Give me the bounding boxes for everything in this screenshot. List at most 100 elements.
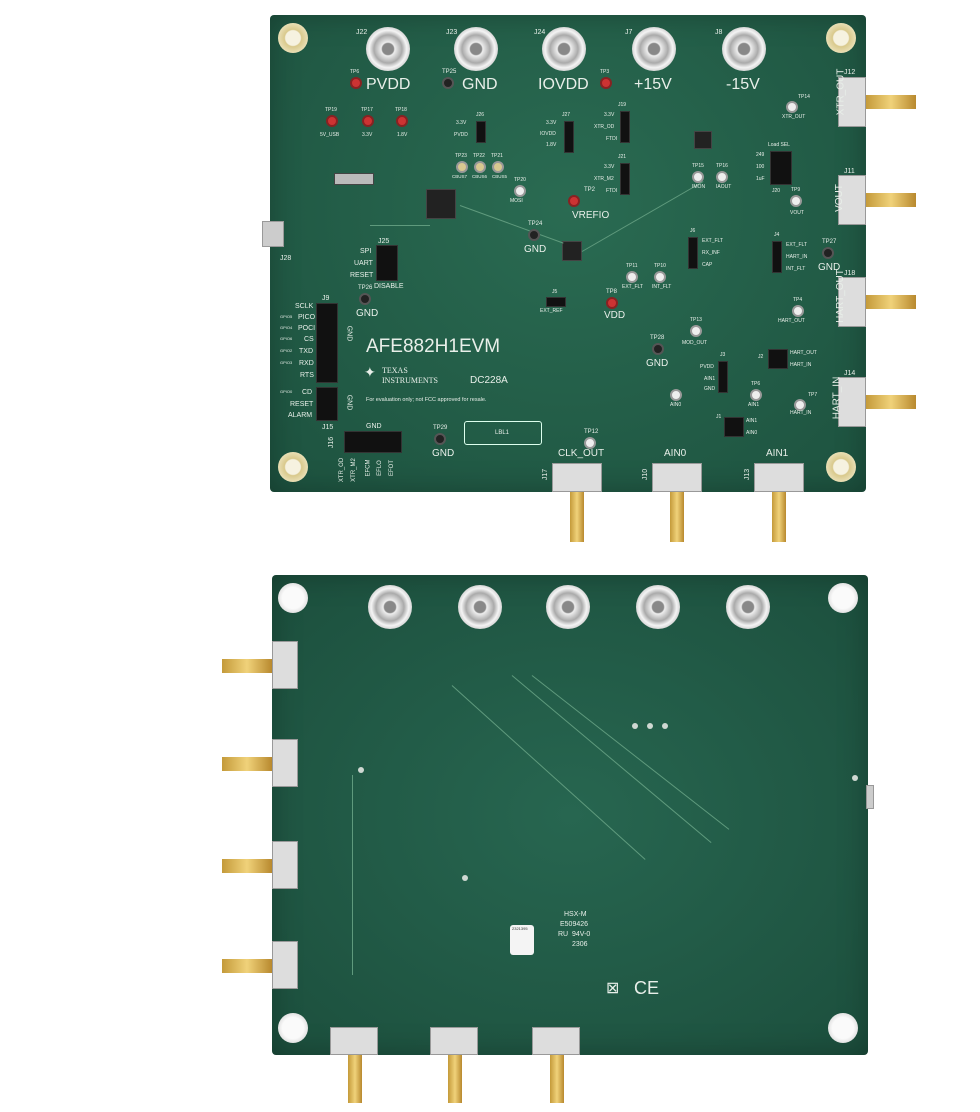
jumper-j19[interactable] xyxy=(620,111,630,143)
testpoint-tp8[interactable] xyxy=(606,297,618,309)
sma-connector[interactable] xyxy=(532,1027,580,1055)
testpoint-tp26[interactable] xyxy=(359,293,371,305)
testpoint-tp1[interactable] xyxy=(670,389,682,401)
sma-barrel xyxy=(348,1055,362,1103)
banana-jack-iovdd[interactable] xyxy=(542,27,586,71)
jumper-ref: J1 xyxy=(716,414,722,420)
testpoint-tp18[interactable] xyxy=(396,115,408,127)
sma-connector[interactable] xyxy=(330,1027,378,1055)
testpoint-tp6[interactable] xyxy=(350,77,362,89)
sma-connector-vout[interactable] xyxy=(838,175,866,225)
jumper-j26[interactable] xyxy=(476,121,486,143)
evm-board-bottom-side: 2321395 HSX-M E509426 RU 94V-0 2306 ⊠ CE xyxy=(222,575,874,1103)
tp-label: 1.8V xyxy=(397,132,408,138)
tp-ref: TP23 xyxy=(455,153,467,159)
testpoint-tp29[interactable] xyxy=(434,433,446,445)
testpoint-tp24[interactable] xyxy=(528,229,540,241)
testpoint-tp2[interactable] xyxy=(568,195,580,207)
jumper-label: HART_IN xyxy=(786,254,808,260)
tp-ref: TP24 xyxy=(528,221,543,227)
testpoint-tp22[interactable] xyxy=(474,161,486,173)
banana-jack-15v[interactable] xyxy=(632,27,676,71)
jumper-j6[interactable] xyxy=(688,237,698,269)
jumper-j4[interactable] xyxy=(772,241,782,273)
jumper-label: FTDI xyxy=(606,136,618,142)
banana-jack-gnd[interactable] xyxy=(454,27,498,71)
ul-mark: RU xyxy=(558,931,569,938)
testpoint-tp15[interactable] xyxy=(692,171,704,183)
jumper-j2[interactable] xyxy=(768,349,788,369)
via xyxy=(632,723,638,729)
tp-ref: TP14 xyxy=(798,94,810,100)
sma-barrel xyxy=(222,859,272,873)
sma-connector[interactable] xyxy=(430,1027,478,1055)
mounting-hole xyxy=(828,1013,858,1043)
testpoint-tp14[interactable] xyxy=(786,101,798,113)
trace xyxy=(531,675,730,830)
testpoint-tp9[interactable] xyxy=(790,195,802,207)
tp-ref: TP21 xyxy=(491,153,503,159)
sma-barrel xyxy=(570,492,584,542)
sma-barrel xyxy=(222,757,272,771)
tp-ref: TP7 xyxy=(808,392,818,398)
sma-connector-hart-out[interactable] xyxy=(838,277,866,327)
ti-logo-icon: ✦ xyxy=(364,364,376,380)
testpoint-tp4[interactable] xyxy=(792,305,804,317)
usb-connector[interactable] xyxy=(262,221,284,247)
pin-label: SPI xyxy=(360,248,372,255)
testpoint-tp20[interactable] xyxy=(514,185,526,197)
banana-jack-pvdd[interactable] xyxy=(366,27,410,71)
ref-label: J15 xyxy=(322,424,334,431)
tp-ref: TP18 xyxy=(395,107,407,113)
sma-connector[interactable] xyxy=(272,841,298,889)
testpoint-tp28[interactable] xyxy=(652,343,664,355)
testpoint-tp12[interactable] xyxy=(584,437,596,449)
sma-connector-ain1[interactable] xyxy=(754,463,804,492)
testpoint-tp16[interactable] xyxy=(716,171,728,183)
pin-label: RXD xyxy=(299,360,314,367)
sma-connector-clk-out[interactable] xyxy=(552,463,602,492)
testpoint-tp11[interactable] xyxy=(626,271,638,283)
pin-label: CD xyxy=(302,389,313,396)
jumper-j27[interactable] xyxy=(564,121,574,153)
tp-ref: TP15 xyxy=(692,163,704,169)
testpoint-tp19[interactable] xyxy=(326,115,338,127)
jumper-j21[interactable] xyxy=(620,163,630,195)
tp-label: CBUS7 xyxy=(452,174,468,179)
sma-connector[interactable] xyxy=(272,941,298,989)
jumper-j1[interactable] xyxy=(724,417,744,437)
sma-barrel xyxy=(222,659,272,673)
header-j15[interactable] xyxy=(316,387,338,421)
header-j9[interactable] xyxy=(316,303,338,383)
sma-connector-xtr-out[interactable] xyxy=(838,77,866,127)
testpoint-tp7[interactable] xyxy=(794,399,806,411)
ref-label: J17 xyxy=(542,468,550,481)
jumper-label: 1.8V xyxy=(546,142,557,148)
gpio-label: GPIO0 xyxy=(280,389,293,394)
jumper-j3[interactable] xyxy=(718,361,728,393)
testpoint-tp21[interactable] xyxy=(492,161,504,173)
banana-jack-neg15v[interactable] xyxy=(722,27,766,71)
tp-ref: TP17 xyxy=(361,107,373,113)
header-j16[interactable] xyxy=(344,431,402,453)
jumper-j5[interactable] xyxy=(546,297,566,307)
sma-connector[interactable] xyxy=(272,641,298,689)
header-j25[interactable] xyxy=(376,245,398,281)
jumper-j20[interactable] xyxy=(770,151,792,185)
jumper-label: 3.3V xyxy=(604,112,615,118)
sma-connector[interactable] xyxy=(272,739,298,787)
sma-connector-ain0[interactable] xyxy=(652,463,702,492)
tp-label: AIN0 xyxy=(670,402,682,408)
testpoint-tp27[interactable] xyxy=(822,247,834,259)
testpoint-tp13[interactable] xyxy=(690,325,702,337)
sma-connector-hart-in[interactable] xyxy=(838,377,866,427)
tp-ref: TP4 xyxy=(793,297,803,303)
testpoint-tp10[interactable] xyxy=(654,271,666,283)
testpoint-tp3[interactable] xyxy=(600,77,612,89)
testpoint-tp25[interactable] xyxy=(442,77,454,89)
tp-label: GND xyxy=(818,262,841,273)
testpoint-tp23[interactable] xyxy=(456,161,468,173)
testpoint-tp17[interactable] xyxy=(362,115,374,127)
testpoint-tp6-ain1[interactable] xyxy=(750,389,762,401)
pin-label: PICO xyxy=(298,314,316,321)
